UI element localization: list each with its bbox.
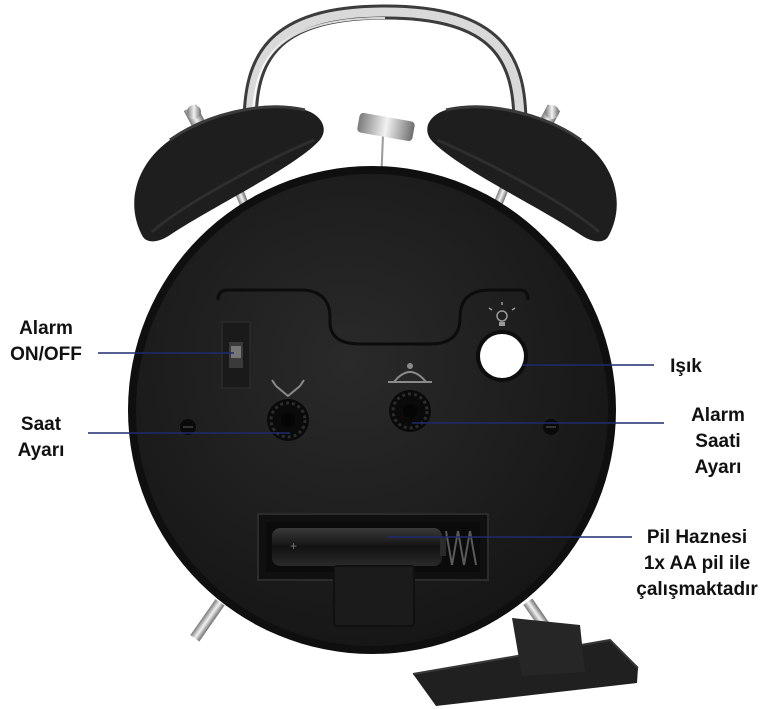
label-battery: Pil Haznesi 1x AA pil ile çalışmaktadır (615, 525, 779, 603)
bell-left (134, 105, 324, 242)
leader-lines (88, 352, 664, 538)
light-bulb-icon (488, 302, 516, 326)
bell-icon (388, 363, 432, 383)
time-set-knob[interactable] (267, 399, 309, 441)
label-alarm-time-line1: Alarm (691, 405, 745, 426)
battery-latch[interactable] (333, 565, 415, 627)
label-battery-line2: 1x AA pil ile (643, 553, 751, 574)
label-light-line1: Işık (670, 356, 702, 377)
clock-body (128, 166, 616, 654)
label-battery-line3: çalışmaktadır (636, 579, 758, 600)
label-alarm-switch-line2: ON/OFF (10, 344, 82, 365)
label-alarm-time-line2: Saati (695, 431, 741, 452)
label-light: Işık (656, 354, 716, 380)
label-time-set-line1: Saat (20, 414, 62, 435)
light-button[interactable] (476, 330, 528, 382)
label-time-set-line2: Ayarı (17, 440, 65, 461)
screw-left (180, 419, 196, 435)
label-time-set: Saat Ayarı (0, 412, 82, 464)
label-alarm-switch: Alarm ON/OFF (0, 316, 92, 368)
battery-cover (412, 618, 639, 706)
svg-text:+: + (290, 539, 297, 553)
alarm-set-knob[interactable] (389, 390, 431, 432)
label-alarm-switch-line1: Alarm (19, 318, 73, 339)
label-battery-line1: Pil Haznesi (646, 527, 748, 548)
bell-right (427, 105, 617, 242)
alarm-switch[interactable] (221, 321, 251, 389)
clock-hands-icon (271, 379, 305, 398)
aa-battery: + (272, 528, 446, 566)
label-alarm-time: Alarm Saati Ayarı (672, 403, 764, 481)
foot-left (190, 599, 225, 642)
screw-right (543, 419, 559, 435)
carry-handle (242, 4, 528, 133)
label-alarm-time-line3: Ayarı (694, 457, 742, 478)
